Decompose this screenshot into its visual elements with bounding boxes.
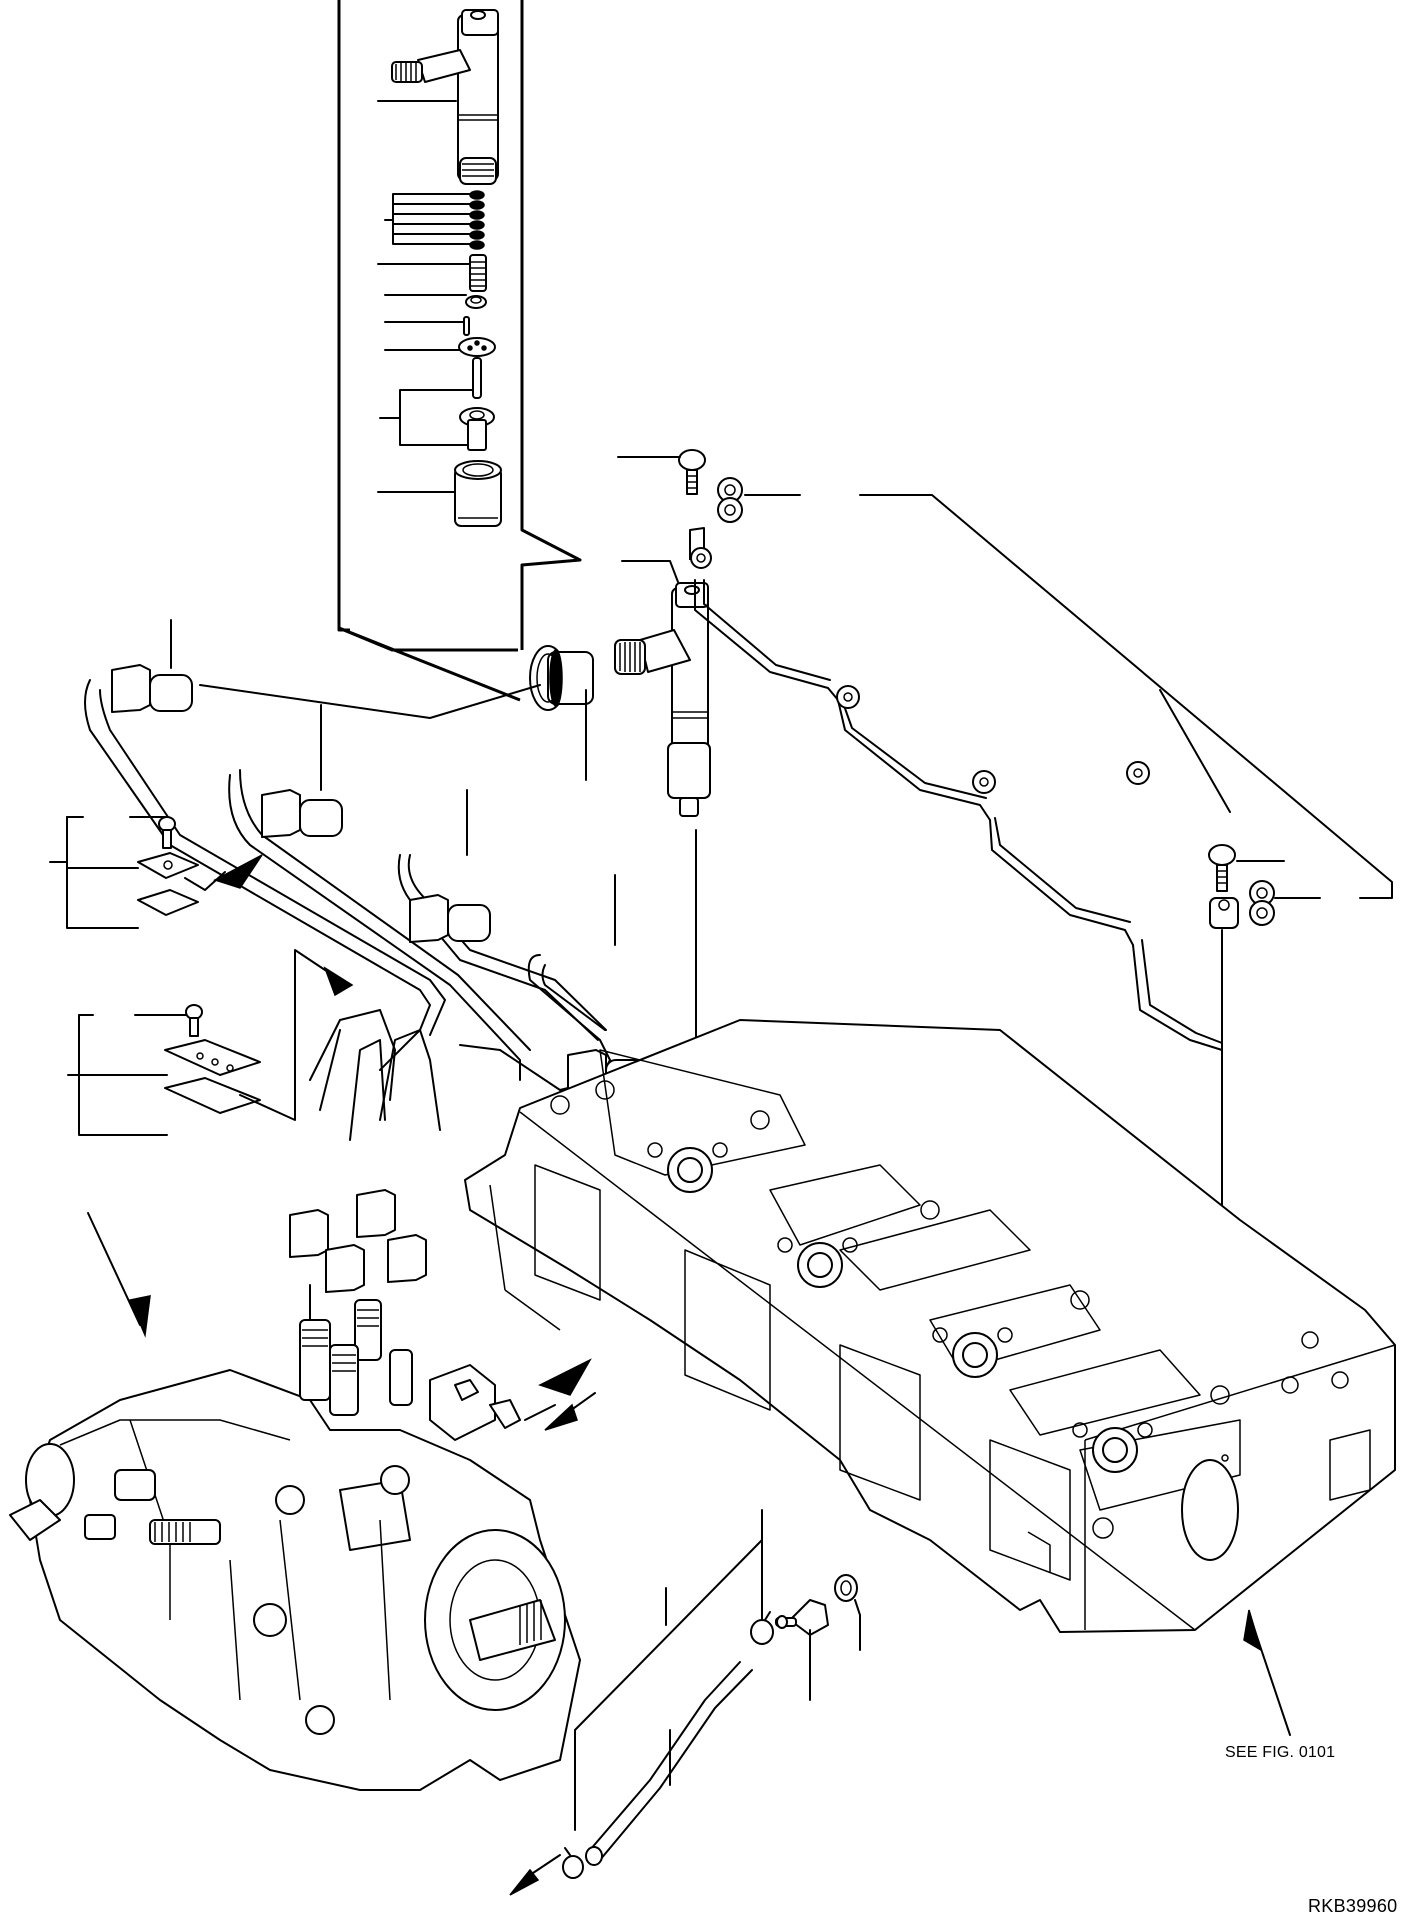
clamp-lower-set (164, 949, 354, 1121)
leak-off-pipe (689, 527, 1239, 1051)
nozzle-needle-detail (472, 357, 482, 399)
spring-detail (469, 254, 487, 292)
injector-seal (529, 645, 594, 711)
injector-detail-frame (337, 0, 582, 702)
banjo-bolt-top (678, 449, 706, 495)
pump-arrow (87, 1212, 151, 1338)
fuel-injection-pump (9, 1299, 592, 1791)
figure-code: RKB39960 (1308, 1896, 1398, 1916)
plate-detail (458, 337, 496, 357)
clamp-upper-leaders (49, 816, 166, 929)
nozzle-nut-detail (454, 460, 502, 527)
connector (775, 1599, 829, 1636)
pipe-nuts-bottom (289, 1189, 427, 1293)
nozzle-body-detail (459, 407, 495, 451)
shims-detail (469, 190, 485, 250)
pin-detail (463, 316, 470, 336)
clamp-upper-set (137, 816, 263, 916)
cylinder-head-arrow (1243, 1609, 1291, 1736)
gasket-bottom (1249, 880, 1275, 926)
washer (834, 1574, 858, 1602)
injector-body-detail (391, 9, 499, 185)
see-figure-note: SEE FIG. 0101 (1225, 1744, 1336, 1761)
gasket-top (717, 477, 743, 523)
spring-seat-detail (465, 295, 487, 309)
clamp-lower-leaders (67, 1014, 187, 1136)
pipe-leaders (170, 619, 616, 1421)
cylinder-head (464, 1019, 1396, 1633)
detail-leaders (377, 100, 474, 493)
pump-fitting-arrow (544, 1392, 596, 1431)
return-hose (585, 1661, 753, 1866)
hose-leaders (509, 1509, 861, 1896)
leak-off-leaders (617, 456, 1393, 1233)
injector (614, 582, 711, 817)
hose-clamp-bottom (562, 1847, 584, 1879)
banjo-bolt-bottom (1208, 844, 1236, 892)
